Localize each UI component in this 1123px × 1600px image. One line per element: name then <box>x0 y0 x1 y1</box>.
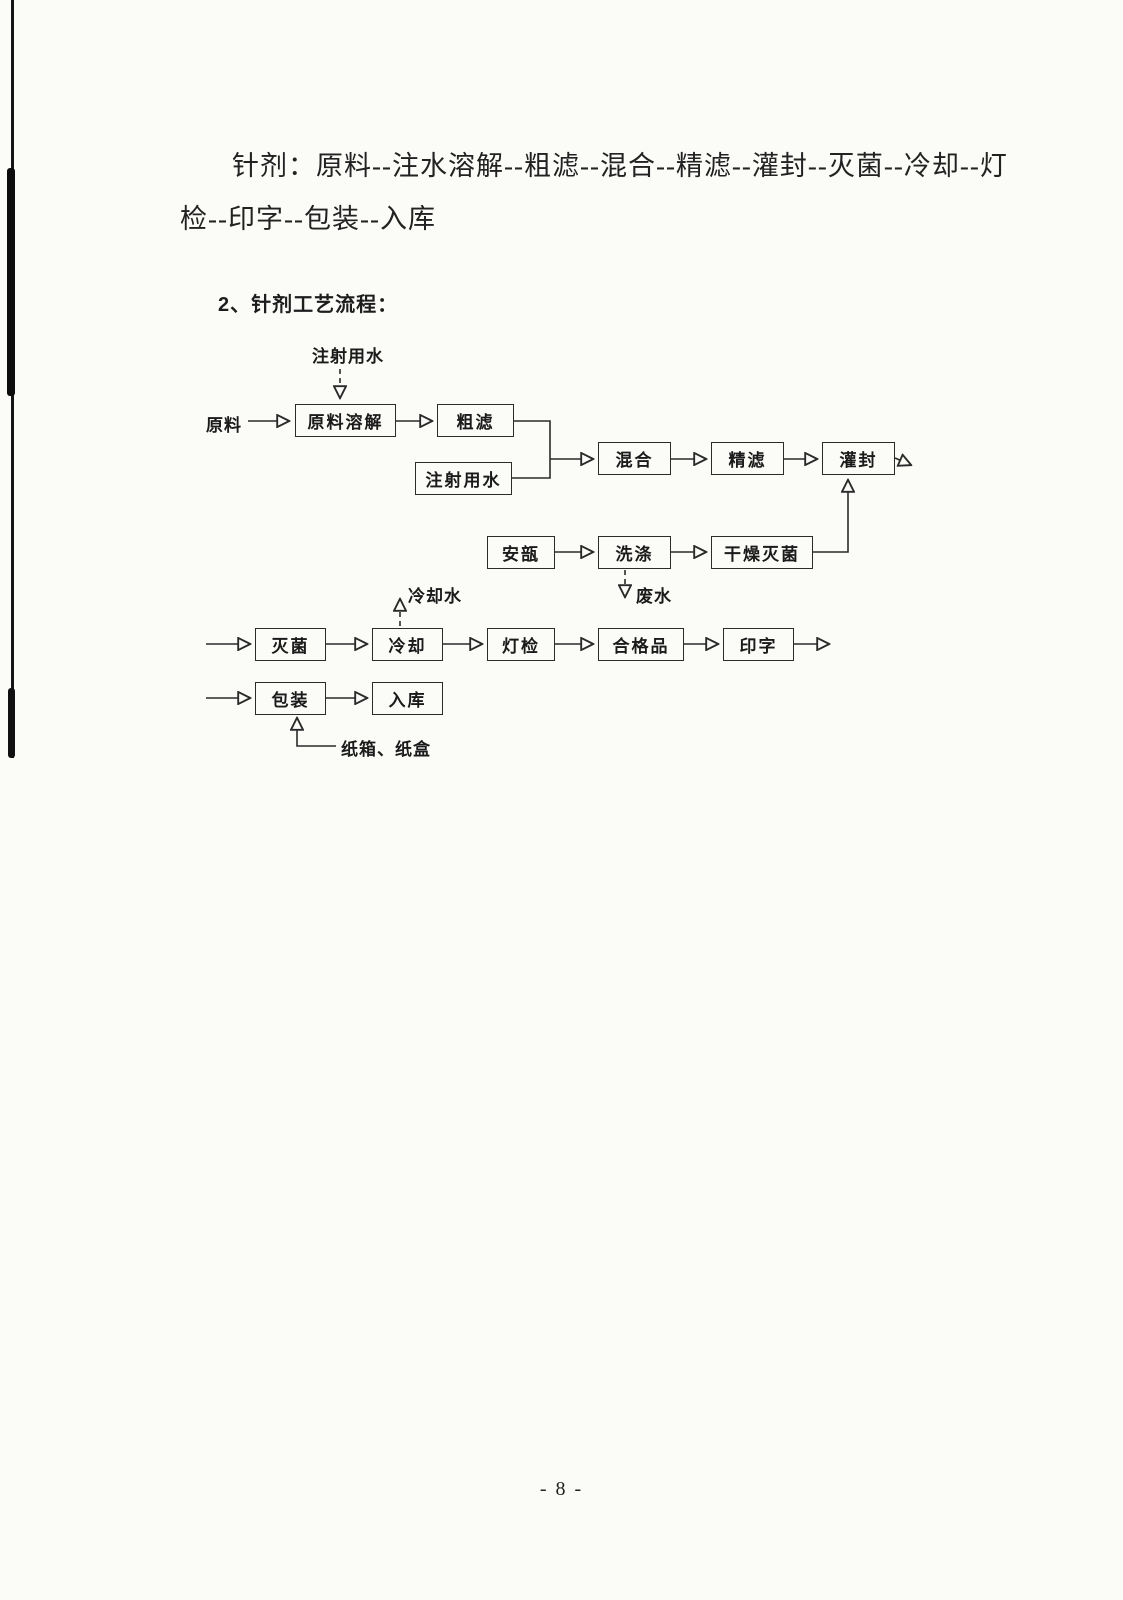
flow-node-wash: 洗涤 <box>598 536 671 569</box>
arrow-carton-to-pack <box>297 718 336 747</box>
flow-node-warehouse: 入库 <box>372 682 443 715</box>
flow-node-mix: 混合 <box>598 442 671 475</box>
flow-node-dissolve: 原料溶解 <box>295 404 396 437</box>
flow-node-dry-sterilize: 干燥灭菌 <box>711 536 813 569</box>
label-raw-material: 原料 <box>206 416 242 435</box>
paragraph-line-1: 针剂：原料--注水溶解--粗滤--混合--精滤--灌封--灭菌--冷却--灯 <box>232 151 1008 181</box>
connector-merge <box>512 420 551 479</box>
section-heading: 2、针剂工艺流程： <box>218 294 399 316</box>
flow-node-qualified: 合格品 <box>598 628 684 661</box>
label-waste-water: 废水 <box>636 587 672 606</box>
flow-node-lamp-inspect: 灯检 <box>487 628 555 661</box>
flow-node-sterilize: 灭菌 <box>255 628 326 661</box>
flow-node-fill-seal: 灌封 <box>822 442 895 475</box>
flow-node-cool: 冷却 <box>372 628 443 661</box>
arrow-fillseal-exit <box>894 458 911 465</box>
flow-node-pack: 包装 <box>255 682 326 715</box>
label-injection-water-top: 注射用水 <box>312 347 384 366</box>
flow-node-ampoule: 安瓿 <box>487 536 555 569</box>
label-cooling-water: 冷却水 <box>408 587 462 606</box>
scan-smudge <box>7 168 15 396</box>
page-number: - 8 - <box>539 1478 584 1500</box>
flow-node-coarse-filter: 粗滤 <box>437 404 514 437</box>
paragraph-line-2: 检--印字--包装--入库 <box>180 204 436 234</box>
label-carton: 纸箱、纸盒 <box>341 740 431 759</box>
flow-node-fine-filter: 精滤 <box>711 442 784 475</box>
flow-node-print: 印字 <box>723 628 794 661</box>
flow-node-injection-water: 注射用水 <box>415 462 512 495</box>
scan-smudge <box>8 688 15 758</box>
arrow-drysterilize-to-fillseal <box>813 480 848 553</box>
